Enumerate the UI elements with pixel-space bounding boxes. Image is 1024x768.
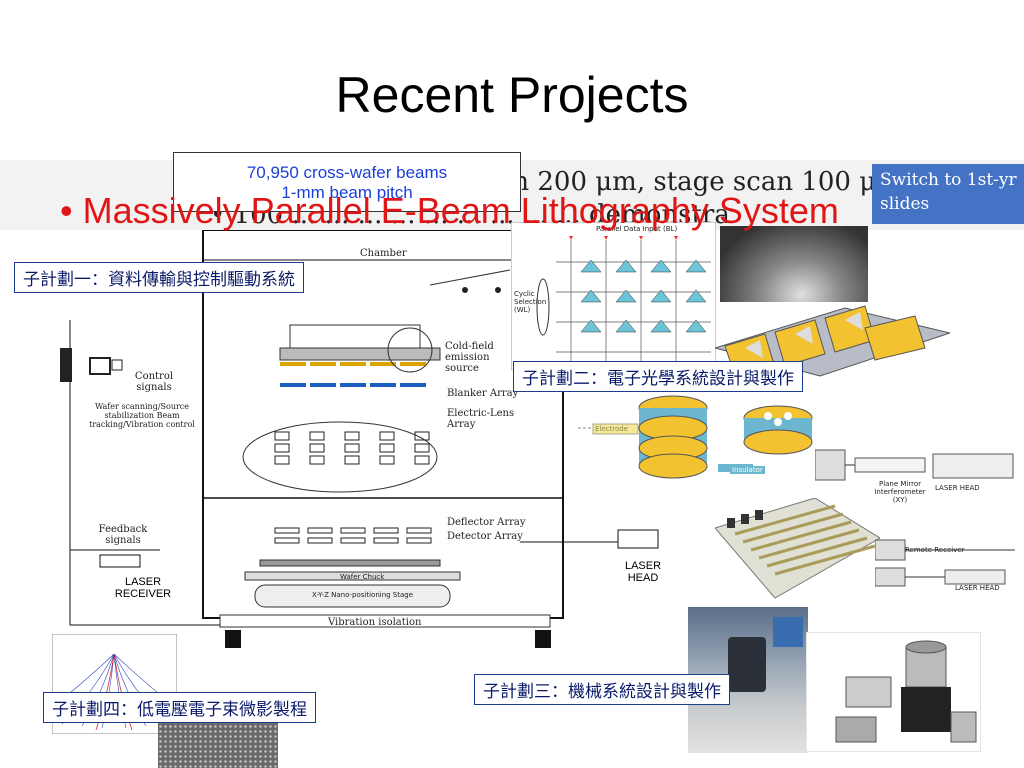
subproject-1-box: 子計劃一：資料傳輸與控制驅動系統 (14, 262, 304, 293)
wafer-chuck-label: Wafer Chuck (340, 573, 385, 581)
machine-cad (806, 632, 981, 752)
slide-title: Recent Projects (335, 67, 689, 123)
subproject-4-box: 子計劃四：低電壓電子束微影製程 (43, 692, 316, 723)
subproject-2-box: 子計劃二：電子光學系統設計與製作 (513, 361, 803, 392)
insulator-label: Insulator (730, 466, 765, 474)
bullet-item: • Massively Parallel E-Beam Lithography … (60, 190, 839, 232)
remote-receiver-label: Remote Receiver (905, 546, 965, 554)
beam-callout: 70,950 cross-wafer beams 1-mm beam pitch (173, 152, 521, 212)
feedback-signals-label: Feedback signals (98, 524, 148, 546)
circuit-panel (511, 222, 716, 370)
chamber-label: Chamber (360, 248, 407, 259)
circuit-side-label: Cyclic Selection (WL) (514, 290, 547, 314)
control-desc-label: Wafer scanning/Source stabilization Beam… (89, 402, 195, 429)
computer-icon (60, 348, 123, 382)
callout-line2: 1-mm beam pitch (281, 183, 413, 202)
laser-receiver-label: LASER RECEIVER (114, 576, 172, 600)
detector-label: Detector Array (447, 531, 523, 542)
interferometer-bottom (875, 539, 1015, 587)
grooved-stage (715, 498, 880, 599)
blanker-label: Blanker Array (447, 388, 519, 399)
lens-discs (578, 395, 813, 479)
interferometer-top (815, 449, 1014, 481)
stage-label: X-Y-Z Nano-positioning Stage (312, 591, 414, 599)
sem-image (720, 226, 868, 302)
subproject-3-box: 子計劃三：機械系統設計與製作 (474, 674, 730, 705)
bullet-dot-icon: • (60, 190, 83, 231)
system-diagram (60, 230, 659, 648)
laser-head-label: LASER HEAD (624, 560, 662, 584)
bullet-text: Massively Parallel E-Beam Lithography Sy… (82, 190, 839, 231)
interf-laser-head2-label: LASER HEAD (955, 584, 1000, 592)
lab-machine (728, 637, 766, 692)
vibration-label: Vibration isolation (328, 617, 422, 628)
cold-field-label: Cold-field emission source (445, 341, 494, 374)
switch-to-first-year-button[interactable]: Switch to 1st-yr slides (872, 164, 1024, 224)
circuit-top-label: Parallel Data Input (BL) (596, 225, 678, 233)
control-signals-label: Control signals (134, 371, 174, 393)
deflector-label: Deflector Array (447, 517, 526, 528)
interf-laser-head-label: LASER HEAD (935, 484, 980, 492)
plane-mirror-label: Plane Mirror Interferometer (XY) (874, 480, 926, 504)
electric-lens-label: Electric-Lens Array (447, 408, 515, 430)
electrode-label: Electrode (595, 425, 629, 433)
callout-line1: 70,950 cross-wafer beams (246, 163, 448, 182)
lab-monitor (773, 617, 803, 647)
